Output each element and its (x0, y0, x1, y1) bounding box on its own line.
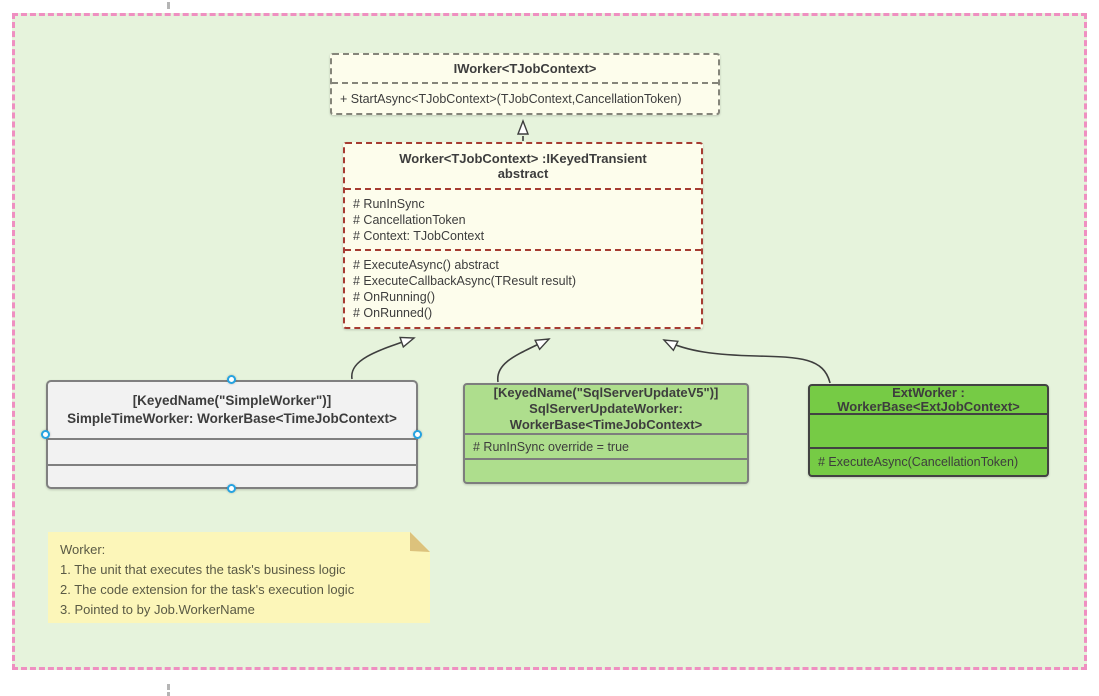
class-title-text: ExtWorker : (892, 384, 965, 400)
fields-compartment: # RunInSync # CancellationToken # Contex… (345, 188, 701, 249)
class-title-text: Worker<TJobContext> :IKeyedTransient (399, 151, 647, 166)
note-body: Worker: 1. The unit that executes the ta… (48, 532, 430, 620)
class-title-text: SimpleTimeWorker: WorkerBase<TimeJobCont… (67, 411, 397, 426)
fields-compartment-empty (810, 413, 1047, 447)
class-box-simpletimeworker[interactable]: [KeyedName("SimpleWorker")] SimpleTimeWo… (46, 380, 418, 489)
note-fold-icon (410, 532, 430, 552)
fields-compartment: # RunInSync override = true (465, 433, 747, 458)
note-line: 2. The code extension for the task's exe… (60, 582, 355, 597)
selection-handle-bottom[interactable] (227, 484, 236, 493)
page-break-tick-bottom (167, 684, 170, 690)
class-title: [KeyedName("SqlServerUpdateV5")] SqlServ… (465, 385, 747, 433)
methods-compartment: # ExecuteAsync(CancellationToken) (810, 447, 1047, 475)
class-title-text: WorkerBase<TimeJobContext> (509, 417, 703, 432)
class-title: ExtWorker : WorkerBase<ExtJobContext> (810, 384, 1047, 414)
selection-handle-left[interactable] (41, 430, 50, 439)
class-title: [KeyedName("SimpleWorker")] SimpleTimeWo… (48, 382, 416, 438)
class-title: IWorker<TJobContext> (332, 55, 718, 82)
class-title-attribute: [KeyedName("SqlServerUpdateV5")] (493, 385, 719, 400)
fields-compartment-empty (48, 438, 416, 464)
method-item: # OnRunning() (353, 290, 435, 304)
class-stereotype: abstract (497, 166, 549, 181)
field-item: # Context: TJobContext (353, 229, 485, 243)
class-title: Worker<TJobContext> :IKeyedTransient abs… (345, 144, 701, 188)
class-title-text: WorkerBase<ExtJobContext> (837, 398, 1020, 414)
class-title-text: IWorker<TJobContext> (453, 61, 597, 76)
methods-compartment: # ExecuteAsync() abstract # ExecuteCallb… (345, 249, 701, 327)
sticky-note-worker[interactable]: Worker: 1. The unit that executes the ta… (48, 532, 430, 623)
methods-compartment-empty (465, 458, 747, 482)
method-item: # ExecuteCallbackAsync(TResult result) (353, 274, 576, 288)
method-item: # OnRunned() (353, 306, 433, 320)
page-break-tick-bottom (167, 692, 170, 696)
methods-compartment: + StartAsync<TJobContext>(TJobContext,Ca… (332, 82, 718, 113)
method-item: + StartAsync<TJobContext>(TJobContext,Ca… (340, 91, 682, 106)
note-line: Worker: (60, 542, 106, 557)
class-box-worker-abstract[interactable]: Worker<TJobContext> :IKeyedTransient abs… (343, 142, 703, 329)
field-item: # RunInSync (353, 197, 425, 211)
class-box-iworker[interactable]: IWorker<TJobContext> + StartAsync<TJobCo… (330, 53, 720, 115)
selection-handle-right[interactable] (413, 430, 422, 439)
field-item: # CancellationToken (353, 213, 466, 227)
page-break-tick-top (167, 2, 170, 9)
field-item: # RunInSync override = true (473, 439, 629, 454)
methods-compartment-empty (48, 464, 416, 487)
method-item: # ExecuteAsync() abstract (353, 258, 499, 272)
class-box-extworker[interactable]: ExtWorker : WorkerBase<ExtJobContext> # … (808, 384, 1049, 477)
selection-handle-top[interactable] (227, 375, 236, 384)
note-line: 3. Pointed to by Job.WorkerName (60, 602, 255, 617)
note-line: 1. The unit that executes the task's bus… (60, 562, 346, 577)
class-title-attribute: [KeyedName("SimpleWorker")] (132, 393, 332, 408)
method-item: # ExecuteAsync(CancellationToken) (818, 455, 1019, 469)
class-title-text: SqlServerUpdateWorker: (529, 401, 683, 416)
class-box-sqlserverupdateworker[interactable]: [KeyedName("SqlServerUpdateV5")] SqlServ… (463, 383, 749, 484)
